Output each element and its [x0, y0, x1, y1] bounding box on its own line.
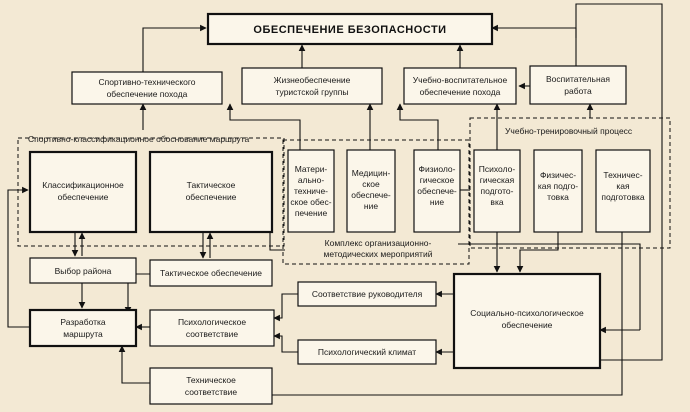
node-physio-line-4: ние [430, 197, 444, 207]
node-route-dev-line-1: Разработка [60, 317, 106, 327]
node-tactical-top-line-2: обеспечение [186, 192, 237, 202]
node-upbringing: Воспитательная работа [529, 65, 627, 105]
node-medical-line-3: обеспече- [351, 190, 391, 200]
node-classification-line-1: Классификационное [42, 180, 124, 190]
node-physio: Физиоло- гическое обеспече- ние [413, 149, 461, 233]
connector-upbring-title [575, 3, 663, 66]
node-phys-prep-line-1: Физичес- [540, 170, 576, 180]
node-leader-match-text: Соответствие руководителя [312, 289, 423, 299]
node-medical-line-4: ние [364, 201, 378, 211]
node-tech-compat-line-2: соответствие [185, 387, 238, 397]
connector-physprep-social [516, 232, 559, 273]
node-sport-tech-line-2: обеспечение похода [107, 89, 188, 99]
connector-techprep-bottom [372, 232, 623, 396]
node-psych-compat-line-1: Психологическое [178, 317, 246, 327]
node-material: Матери- ально- техниче- ское обес- печен… [287, 149, 335, 233]
connector-right-loop [600, 28, 663, 361]
diagram-title: ОБЕСПЕЧЕНИЕ БЕЗОПАСНОСТИ [253, 24, 446, 36]
node-psych-prep-line-1: Психоло- [479, 164, 516, 174]
node-tech-prep: Техничес- кая подготовка [595, 149, 651, 233]
node-physio-line-1: Физиоло- [418, 164, 455, 174]
connector-complex-right [458, 243, 641, 330]
node-edu-upbringing: Учебно-воспитательное обеспечение похода [403, 67, 517, 105]
group-sport-class [17, 137, 285, 247]
node-material-line-1: Матери- [295, 164, 328, 174]
node-material-line-4: ское обес- [290, 197, 331, 207]
node-social-psych-line-1: Социально-психологическое [470, 308, 584, 318]
node-psych-prep-line-4: вка [490, 197, 503, 207]
connector-climate-compat [273, 332, 298, 353]
node-phys-prep: Физичес- кая подго- товка [533, 149, 583, 233]
group-sport-class-label: Спортивно-классификационное обоснование … [28, 134, 250, 144]
node-psych-climate-text: Психологический климат [318, 347, 416, 357]
node-tech-compat-line-1: Техническое [186, 375, 236, 385]
node-life-support-line-1: Жизнеобеспечение [274, 75, 351, 85]
node-psych-compat: Психологическое соответствие [149, 309, 275, 347]
node-area-choice: Выбор района [29, 257, 137, 284]
node-edu-line-1: Учебно-воспитательное [413, 75, 508, 85]
node-psych-prep: Психоло- гическая подгото- вка [473, 149, 521, 233]
node-life-support: Жизнеобеспечение туристской группы [241, 67, 383, 105]
node-tech-prep-line-2: кая [616, 181, 630, 191]
group-training [469, 117, 671, 249]
connector-leader-compat [273, 293, 298, 322]
node-tech-compat: Техническое соответствие [149, 367, 273, 405]
node-life-support-line-2: туристской группы [276, 87, 349, 97]
connector-material-life [226, 103, 301, 150]
node-medical-line-2: ское [362, 179, 380, 189]
node-tech-prep-line-3: подготовка [601, 192, 645, 202]
node-classification: Классификационное обеспечение [28, 150, 138, 234]
node-physio-line-3: обеспече- [417, 186, 457, 196]
node-tactical-bottom: Тактическое обеспечение [149, 259, 273, 287]
node-material-line-5: печение [295, 208, 328, 218]
title-box [206, 12, 494, 46]
node-classification-line-2: обеспечение [58, 192, 109, 202]
node-material-line-3: техниче- [294, 186, 328, 196]
node-psych-compat-line-2: соответствие [186, 329, 239, 339]
group-training-label: Учебно-тренировочный процесс [505, 126, 633, 136]
node-leader-match: Соответствие руководителя [297, 281, 437, 307]
connector-route-class [7, 186, 30, 328]
node-route-dev: Разработка маршрута [28, 308, 138, 348]
node-phys-prep-line-2: кая подго- [538, 181, 578, 191]
node-tactical-top: Тактическое обеспечение [148, 150, 274, 234]
node-route-dev-line-2: маршрута [63, 329, 103, 339]
node-social-psych: Социально-психологическое обеспечение [452, 272, 602, 370]
node-sport-tech: Спортивно-технического обеспечение поход… [71, 71, 223, 105]
connector-techcompat-route [118, 345, 152, 384]
node-physio-line-2: гическое [420, 175, 455, 185]
connector-physio-life [396, 103, 439, 150]
connector-sporttech-title [142, 24, 207, 72]
group-complex [282, 139, 470, 265]
connector-right-title [491, 24, 577, 38]
connector-complex-left [269, 230, 285, 251]
node-medical-line-1: Медицин- [352, 168, 391, 178]
node-psych-prep-line-2: гическая [480, 175, 515, 185]
node-area-choice-text: Выбор района [55, 266, 112, 276]
node-medical: Медицин- ское обеспече- ние [346, 149, 396, 233]
group-complex-label-2: методических мероприятий [324, 249, 433, 259]
node-psych-climate: Психологический климат [297, 339, 437, 365]
node-phys-prep-line-3: товка [547, 192, 569, 202]
group-complex-label-1: Комплекс организационно- [325, 238, 432, 248]
node-edu-line-2: обеспечение похода [420, 87, 501, 97]
node-social-psych-line-2: обеспечение [502, 320, 553, 330]
node-material-line-2: ально- [298, 175, 325, 185]
node-sport-tech-line-1: Спортивно-технического [98, 77, 195, 87]
node-psych-prep-line-3: подгото- [481, 186, 514, 196]
node-tech-prep-line-1: Техничес- [603, 170, 642, 180]
node-tactical-bottom-text: Тактическое обеспечение [160, 268, 262, 278]
node-upbringing-line-2: работа [564, 86, 592, 96]
node-tactical-top-line-1: Тактическое [187, 180, 236, 190]
node-upbringing-line-1: Воспитательная [546, 74, 610, 84]
